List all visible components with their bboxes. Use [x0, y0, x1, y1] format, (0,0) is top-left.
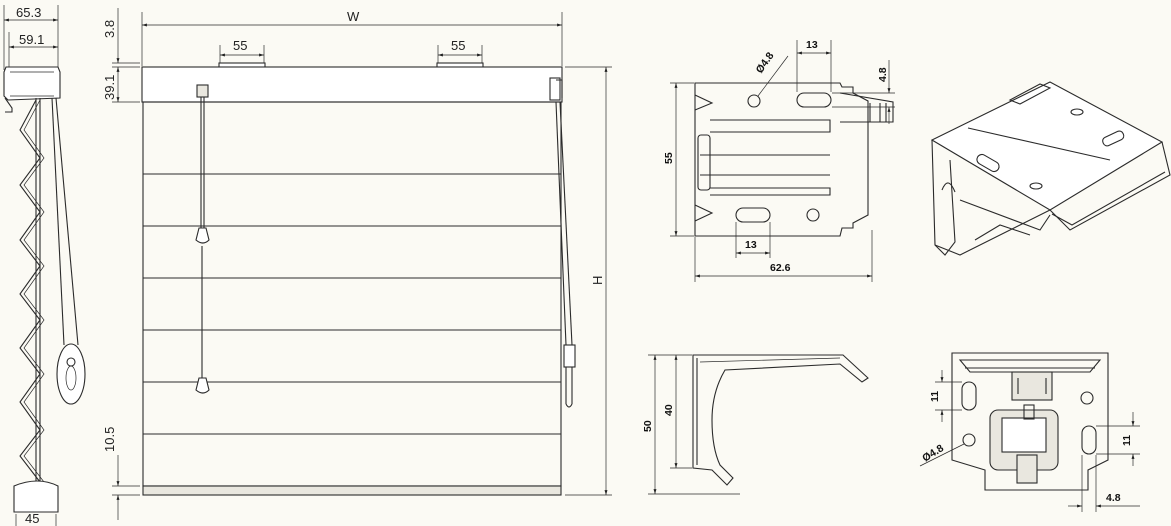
headrail-profile [3, 66, 61, 101]
headrail [141, 66, 563, 103]
dim-height: 55 [663, 152, 675, 164]
dim-hole-dia: Ø4.8 [754, 50, 777, 76]
dim-slot-right: 11 [1121, 435, 1133, 446]
side-view-dimensions: 65.3 59.1 [3, 5, 59, 70]
dim-headrail-depth: 59.1 [19, 32, 44, 47]
dim-hole-dia: Ø4.8 [920, 442, 946, 464]
fabric-panel [142, 101, 562, 487]
mounting-hole [1080, 391, 1094, 405]
bracket-front-outline [951, 352, 1109, 491]
chain-connector [563, 344, 576, 368]
dim-slot-bottom: 13 [745, 239, 757, 251]
bracket-plate [694, 82, 869, 237]
dim-overall-depth: 65.3 [16, 5, 41, 20]
cord-lock [196, 84, 209, 98]
dim-bracket-right: 55 [451, 38, 465, 53]
dim-top-gap: 3.8 [102, 20, 117, 38]
cord-pull-lower [195, 377, 210, 394]
dim-bottom-gap: 10.5 [102, 427, 117, 452]
fabric-folds [19, 99, 41, 483]
cord-pull-upper [195, 227, 210, 244]
chain-weight [56, 343, 86, 405]
dim-height: H [590, 276, 605, 285]
dim-outer: 50 [642, 420, 654, 432]
mounting-slot [735, 207, 771, 223]
bottom-rail-profile [13, 480, 59, 513]
blind-side-view: 65.3 59.1 45 [3, 5, 86, 526]
mounting-slot [1081, 425, 1097, 455]
bracket-top-view: Ø4.8 13 4.8 55 13 62.6 [663, 39, 895, 282]
bracket-front-view: 11 11 Ø4.8 4.8 [919, 352, 1140, 512]
dim-offset: 4.8 [1106, 492, 1121, 504]
dim-slot-top: 13 [806, 39, 818, 51]
blind-front-view: W 55 55 3.8 39.1 [102, 8, 612, 520]
dim-slot-left: 11 [929, 391, 941, 402]
dim-headrail-height: 39.1 [102, 75, 117, 100]
dim-slot-height: 4.8 [877, 67, 889, 82]
bracket-isometric-view [930, 81, 1171, 256]
bracket-side-view: 40 50 [642, 354, 869, 495]
dim-bracket-left: 55 [233, 38, 247, 53]
bracket-side-profile [692, 354, 869, 486]
mounting-hole [747, 94, 761, 108]
mounting-slot [796, 92, 832, 108]
dim-inner: 40 [663, 404, 675, 416]
dim-bottom-bar: 45 [25, 511, 39, 526]
bottom-rail [142, 485, 562, 496]
dim-length: 62.6 [770, 262, 791, 274]
dim-width: W [347, 9, 360, 24]
mounting-slot [961, 381, 977, 411]
mounting-hole [962, 433, 976, 447]
mounting-hole [806, 208, 820, 222]
